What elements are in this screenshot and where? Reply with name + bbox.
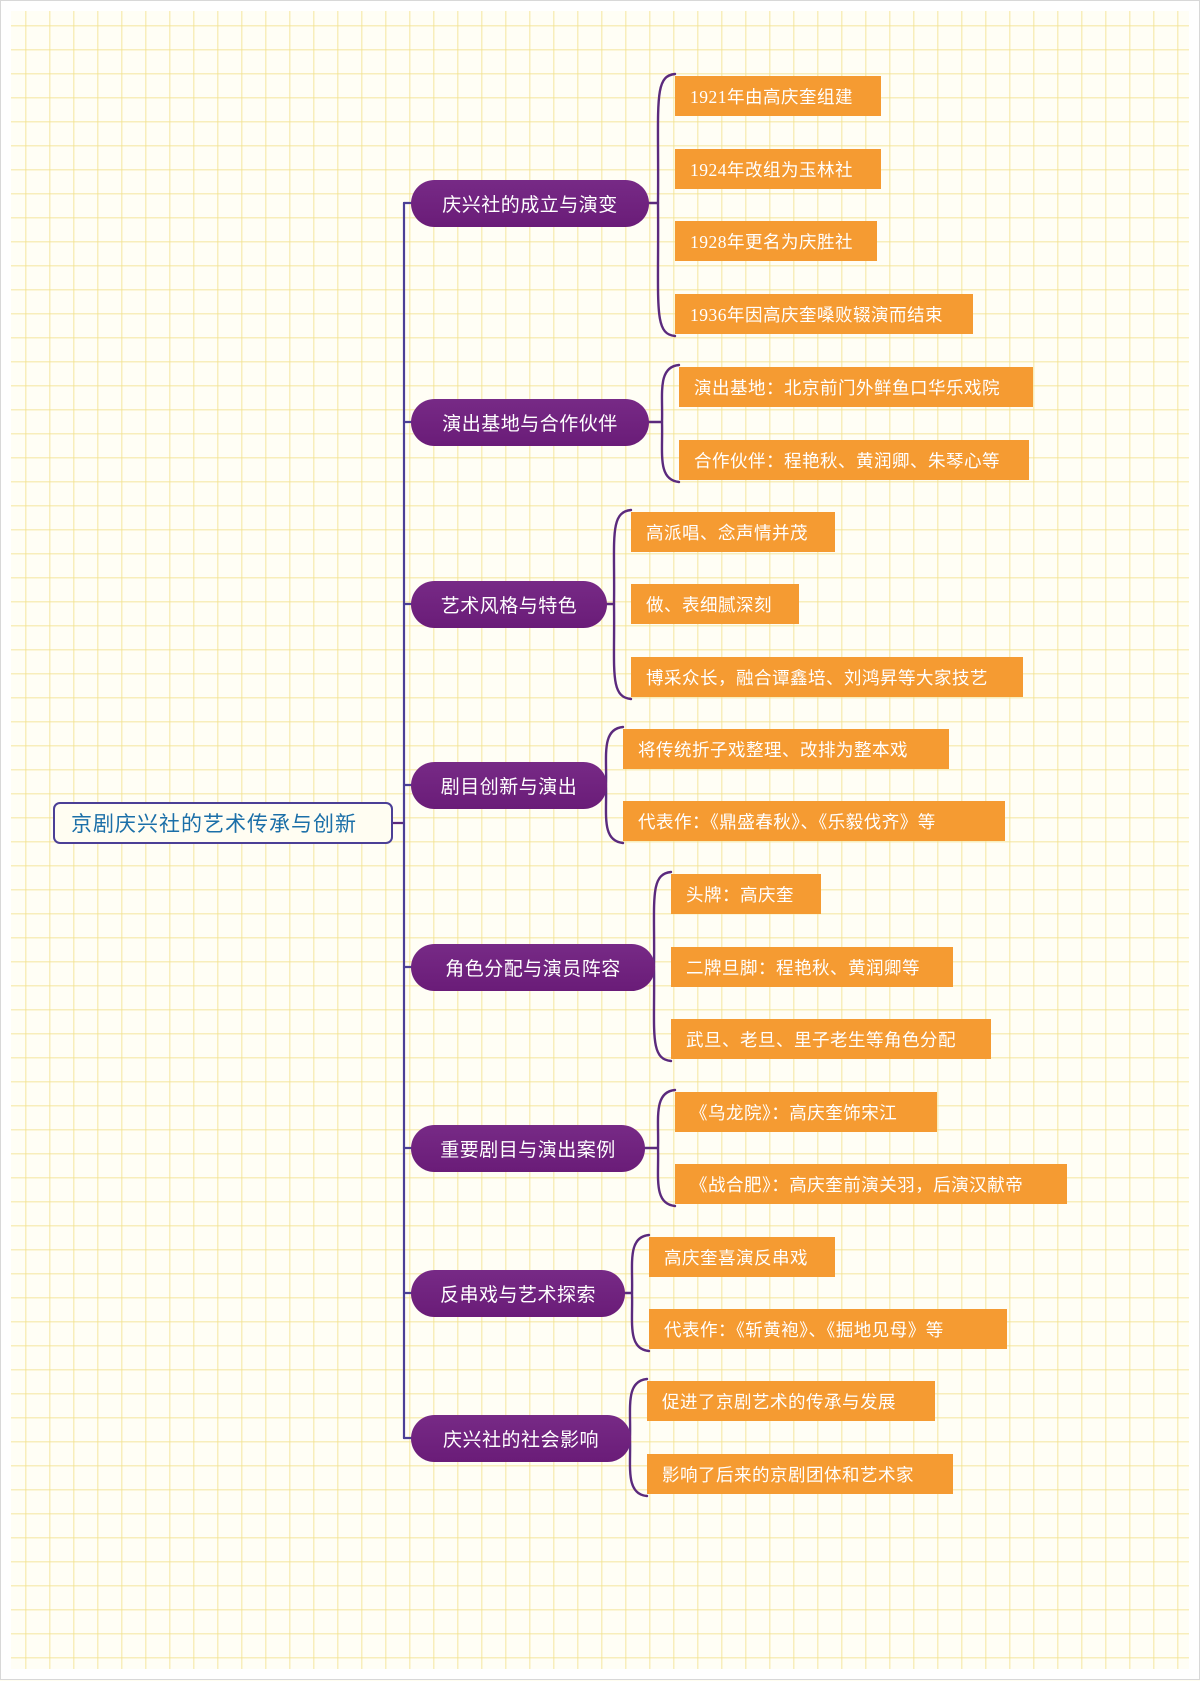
leaf-node-7-2[interactable]: 代表作：《斩黄袍》、《掘地见母》等: [649, 1309, 1007, 1349]
branch-node-5[interactable]: 角色分配与演员阵容: [411, 943, 655, 991]
leaf-node-5-1[interactable]: 头牌：高庆奎: [671, 874, 821, 914]
branch-node-3[interactable]: 艺术风格与特色: [411, 580, 607, 628]
leaf-node-6-1[interactable]: 《乌龙院》：高庆奎饰宋江: [675, 1092, 937, 1132]
leaf-node-8-2[interactable]: 影响了后来的京剧团体和艺术家: [647, 1454, 953, 1494]
leaf-node-4-1[interactable]: 将传统折子戏整理、改排为整本戏: [623, 729, 949, 769]
connector: [628, 1377, 649, 1498]
leaf-node-3-3[interactable]: 博采众长，融合谭鑫培、刘鸿昇等大家技艺: [631, 657, 1023, 697]
leaf-node-3-1[interactable]: 高派唱、念声情并茂: [631, 512, 835, 552]
branch-node-4[interactable]: 剧目创新与演出: [411, 761, 607, 809]
leaf-node-1-4[interactable]: 1936年因高庆奎嗓败辍演而结束: [675, 294, 973, 334]
leaf-node-5-2[interactable]: 二牌旦脚：程艳秋、黄润卿等: [671, 947, 953, 987]
root-node[interactable]: 京剧庆兴社的艺术传承与创新: [53, 802, 393, 844]
leaf-node-7-1[interactable]: 高庆奎喜演反串戏: [649, 1237, 835, 1277]
leaf-node-2-2[interactable]: 合作伙伴：程艳秋、黄润卿、朱琴心等: [679, 440, 1029, 480]
connector: [656, 1088, 677, 1208]
leaf-node-1-1[interactable]: 1921年由高庆奎组建: [675, 76, 881, 116]
branch-node-8[interactable]: 庆兴社的社会影响: [411, 1414, 631, 1462]
connector: [660, 363, 681, 484]
connector: [652, 870, 673, 1063]
branch-node-6[interactable]: 重要剧目与演出案例: [411, 1124, 645, 1172]
connector: [630, 1233, 651, 1353]
leaf-node-1-3[interactable]: 1928年更名为庆胜社: [675, 221, 877, 261]
leaf-node-1-2[interactable]: 1924年改组为玉林社: [675, 149, 881, 189]
branch-node-2[interactable]: 演出基地与合作伙伴: [411, 398, 649, 446]
leaf-node-3-2[interactable]: 做、表细腻深刻: [631, 584, 799, 624]
leaf-node-4-2[interactable]: 代表作：《鼎盛春秋》、《乐毅伐齐》等: [623, 801, 1005, 841]
connector: [656, 72, 677, 338]
connector: [612, 508, 633, 701]
connector: [604, 725, 625, 845]
branch-node-7[interactable]: 反串戏与艺术探索: [411, 1269, 625, 1317]
leaf-node-5-3[interactable]: 武旦、老旦、里子老生等角色分配: [671, 1019, 991, 1059]
leaf-node-2-1[interactable]: 演出基地：北京前门外鲜鱼口华乐戏院: [679, 367, 1033, 407]
leaf-node-6-2[interactable]: 《战合肥》：高庆奎前演关羽，后演汉献帝: [675, 1164, 1067, 1204]
leaf-node-8-1[interactable]: 促进了京剧艺术的传承与发展: [647, 1381, 935, 1421]
branch-node-1[interactable]: 庆兴社的成立与演变: [411, 179, 649, 227]
